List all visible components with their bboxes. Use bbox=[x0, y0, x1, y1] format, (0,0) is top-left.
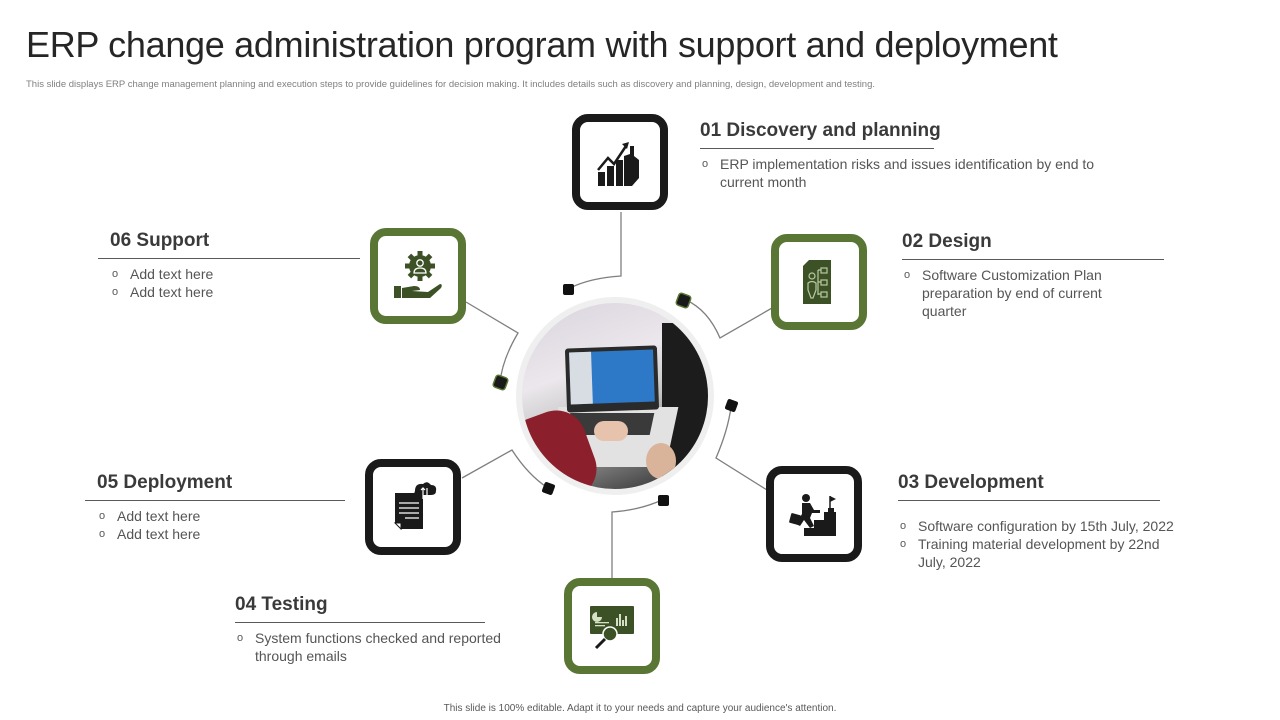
step-bullet: Add text here bbox=[97, 507, 345, 525]
center-photo bbox=[516, 297, 714, 495]
step-card-03: 03 Development Software configuration by… bbox=[898, 472, 1198, 571]
growth-chart-hand-icon bbox=[597, 142, 639, 186]
step-bullet: Add text here bbox=[110, 283, 360, 301]
step-heading: 05 Deployment bbox=[85, 472, 345, 501]
slide-footer: This slide is 100% editable. Adapt it to… bbox=[443, 703, 837, 714]
step-bullet: Software configuration by 15th July, 202… bbox=[898, 517, 1198, 535]
step-heading: 02 Design bbox=[902, 231, 1164, 260]
step-03-icon-box bbox=[766, 466, 862, 562]
document-org-chart-icon bbox=[803, 260, 831, 304]
step-06-icon-box bbox=[370, 228, 466, 324]
person-climbing-stairs-icon bbox=[789, 494, 836, 536]
connector-dot bbox=[658, 495, 669, 506]
step-bullet: Training material development by 22nd Ju… bbox=[898, 535, 1178, 571]
step-heading: 04 Testing bbox=[235, 594, 485, 623]
step-card-01: 01 Discovery and planning ERP implementa… bbox=[700, 120, 1120, 191]
step-bullet: Add text here bbox=[97, 525, 345, 543]
step-heading: 03 Development bbox=[898, 472, 1160, 501]
connector-dot bbox=[563, 284, 574, 295]
step-bullet: Add text here bbox=[110, 265, 360, 283]
step-card-04: 04 Testing System functions checked and … bbox=[235, 594, 515, 665]
step-02-icon-box bbox=[771, 234, 867, 330]
presentation-magnifier-icon bbox=[590, 606, 634, 650]
step-heading: 01 Discovery and planning bbox=[700, 120, 941, 149]
step-bullet: ERP implementation risks and issues iden… bbox=[700, 155, 1120, 191]
step-bullet: System functions checked and reported th… bbox=[235, 629, 515, 665]
step-card-05: 05 Deployment Add text here Add text her… bbox=[85, 472, 345, 543]
step-05-icon-box bbox=[365, 459, 461, 555]
step-bullet: Software Customization Plan preparation … bbox=[902, 266, 1132, 320]
slide-subtitle: This slide displays ERP change managemen… bbox=[26, 79, 876, 90]
step-heading: 06 Support bbox=[98, 230, 360, 259]
slide-title: ERP change administration program with s… bbox=[26, 24, 1058, 65]
step-01-icon-box bbox=[572, 114, 668, 210]
step-card-02: 02 Design Software Customization Plan pr… bbox=[902, 231, 1164, 320]
step-04-icon-box bbox=[564, 578, 660, 674]
step-card-06: 06 Support Add text here Add text here bbox=[98, 230, 360, 301]
hand-gear-user-icon bbox=[394, 251, 442, 298]
cloud-document-sync-icon bbox=[393, 482, 437, 531]
